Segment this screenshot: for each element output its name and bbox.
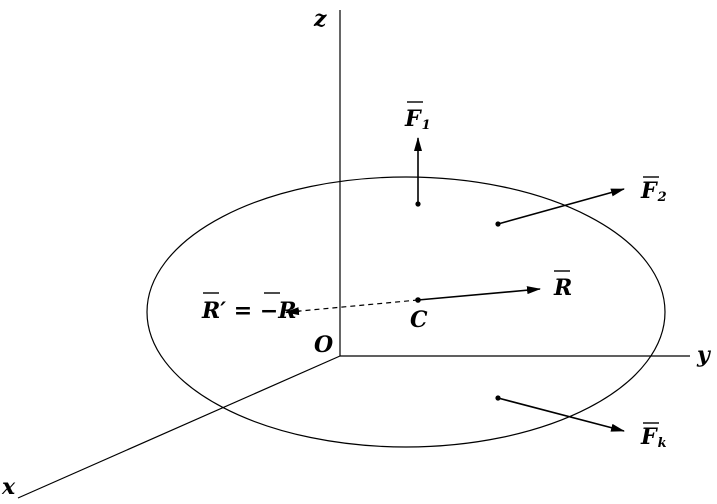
- force-f2-vector: [497, 188, 625, 225]
- z-axis-label: z: [313, 6, 327, 32]
- balancing-force-arrowhead: [285, 307, 301, 316]
- y-axis-label: y: [696, 342, 712, 368]
- force-fk-point: [495, 395, 501, 401]
- resultant-vector: [417, 286, 541, 301]
- origin-label: O: [314, 332, 333, 358]
- balancing-force-label: R′ = −R: [201, 298, 297, 324]
- force-f1-point: [415, 201, 421, 207]
- force-f2-label: F2: [640, 178, 667, 205]
- x-axis-label: x: [1, 474, 16, 500]
- force-fk-vector: [497, 397, 625, 432]
- force-f1-label: F1: [404, 106, 431, 133]
- center-label: C: [410, 307, 428, 333]
- balancing-force-line: [299, 299, 419, 312]
- body-ellipse: [146, 176, 666, 448]
- resultant-label: R: [553, 275, 572, 301]
- force-fk-label: Fk: [640, 424, 667, 451]
- force-f2-point: [495, 221, 501, 227]
- x-axis: [17, 355, 341, 499]
